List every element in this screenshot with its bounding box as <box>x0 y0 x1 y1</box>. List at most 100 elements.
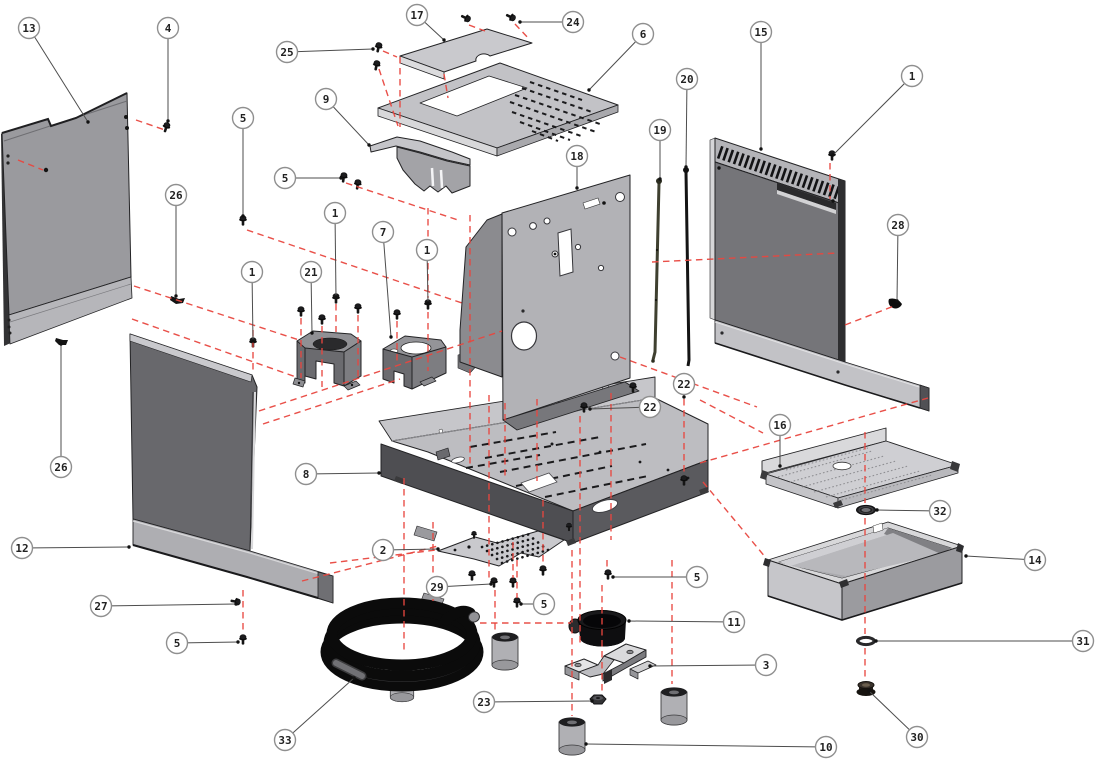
callout-5: 5 <box>165 631 240 655</box>
callout-19: 19 <box>648 118 672 181</box>
vent-slots <box>509 81 601 142</box>
leader-dot <box>648 664 652 668</box>
part-6-top-vent-panel <box>377 62 619 157</box>
callout-label: 7 <box>380 226 387 239</box>
callout-5: 5 <box>519 592 556 616</box>
callout-30: 30 <box>867 689 929 749</box>
callout-8: 8 <box>294 462 381 486</box>
leader-dot <box>241 214 245 218</box>
part-3-mounting-bracket <box>564 643 657 684</box>
callout-bubble <box>240 260 264 284</box>
leader-line <box>628 620 735 623</box>
callout-label: 26 <box>54 461 68 474</box>
vent-slats <box>716 145 844 201</box>
leader-line <box>28 27 89 123</box>
callout-bubble <box>685 565 709 589</box>
callout-bubble <box>231 106 255 130</box>
leader-dot <box>389 335 393 339</box>
callout-3: 3 <box>648 653 778 677</box>
callout-bubble <box>648 118 672 142</box>
callout-bubble <box>371 220 395 244</box>
part-32-grommet <box>856 504 876 516</box>
leader-dot <box>334 295 338 299</box>
callout-label: 22 <box>643 401 656 414</box>
leader-dot <box>874 639 878 643</box>
leader-line <box>483 700 593 703</box>
leader-dot <box>584 742 588 746</box>
part-31-washer <box>856 635 876 647</box>
leader-line <box>588 33 644 91</box>
callout-bubble <box>314 87 338 111</box>
leader-line <box>334 212 337 298</box>
callout-bubble <box>749 20 773 44</box>
callout-label: 19 <box>653 124 666 137</box>
callout-31: 31 <box>874 629 1095 653</box>
grid-texture <box>777 447 933 502</box>
callout-bubble <box>472 690 496 714</box>
callout-label: 14 <box>1028 554 1042 567</box>
leader-dot <box>867 689 871 693</box>
part-9-support-bracket <box>369 136 471 194</box>
callout-label: 1 <box>249 266 256 279</box>
callout-bubble <box>405 3 429 27</box>
callout-1: 1 <box>831 64 924 157</box>
callout-bubble <box>299 260 323 284</box>
callout-13: 13 <box>17 16 90 124</box>
hose-end-fitting <box>468 611 480 623</box>
rivet <box>125 126 129 130</box>
callout-label: 11 <box>727 616 741 629</box>
part-2-perforated-plate <box>437 530 565 567</box>
callout-bubble <box>323 201 347 225</box>
part-16-drip-tray-grid <box>760 427 960 509</box>
leader-dot <box>234 602 238 606</box>
callout-label: 21 <box>304 266 318 279</box>
part-19-heating-rod <box>651 178 662 363</box>
callout-label: 32 <box>933 505 946 518</box>
callout-bubble <box>886 213 910 237</box>
leader-dot <box>426 301 430 305</box>
callout-label: 5 <box>174 637 181 650</box>
foot <box>660 686 688 726</box>
callout-label: 18 <box>570 150 583 163</box>
leader-dot <box>831 153 835 157</box>
callout-10: 10 <box>584 735 838 759</box>
leader-dot <box>166 119 170 123</box>
callout-bubble <box>565 144 589 168</box>
callout-label: 3 <box>763 659 770 672</box>
callout-label: 12 <box>15 542 28 555</box>
part-7-u-bracket <box>382 335 447 390</box>
callout-bubble <box>415 238 439 262</box>
rivet <box>43 167 49 173</box>
callout-15: 15 <box>749 20 773 151</box>
callout-label: 15 <box>754 26 767 39</box>
callout-1: 1 <box>240 260 264 343</box>
callout-22: 22 <box>672 372 696 399</box>
leader-dot <box>377 471 381 475</box>
callout-bubble <box>905 725 929 749</box>
callout-bubble <box>631 22 655 46</box>
callout-bubble <box>165 631 189 655</box>
leader-dot <box>436 547 440 551</box>
callout-1: 1 <box>415 238 439 305</box>
leader-dot <box>588 407 592 411</box>
callout-bubble <box>814 735 838 759</box>
callout-5: 5 <box>273 166 343 190</box>
leader-dot <box>611 575 615 579</box>
callout-14: 14 <box>964 548 1047 572</box>
leader-dot <box>59 342 63 346</box>
leader-line <box>896 224 899 302</box>
callout-5: 5 <box>231 106 255 218</box>
perforations <box>480 532 550 565</box>
leader-dot <box>778 464 782 468</box>
callout-bubble <box>900 64 924 88</box>
leader-line <box>100 603 237 607</box>
callout-bubble <box>675 67 699 91</box>
leader-line <box>382 231 392 338</box>
leader-dot <box>518 20 522 24</box>
callout-32: 32 <box>875 499 952 523</box>
callout-label: 16 <box>773 419 787 432</box>
alignment-guides <box>17 23 929 716</box>
callout-7: 7 <box>371 220 395 339</box>
callout-bubble <box>156 16 180 40</box>
